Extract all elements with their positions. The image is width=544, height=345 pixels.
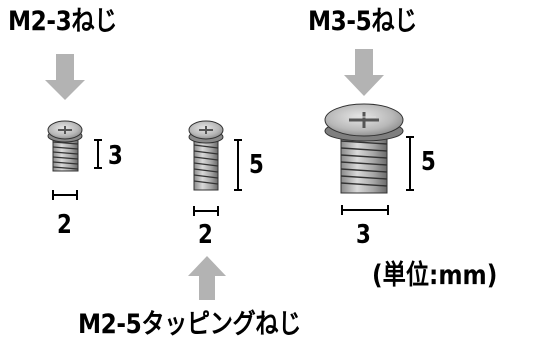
dim-screw-c-width: 2 [198, 220, 213, 250]
dim-screw-b-length: 5 [421, 147, 436, 177]
dimension-lines [52, 136, 414, 216]
dim-screw-c-length: 5 [249, 150, 264, 180]
dim-screw-a-width: 2 [57, 210, 72, 240]
label-screw-m2-5-tapping: M2-5タッピングねじ [78, 309, 301, 340]
label-screw-m3-5: M3-5ねじ [308, 6, 417, 37]
up-arrow-icon [188, 256, 226, 300]
dim-screw-b-width: 3 [356, 220, 371, 250]
screw-m2-5-tapping-icon [188, 120, 224, 191]
screw-m2-3-icon [47, 120, 83, 172]
dim-screw-a-length: 3 [108, 141, 123, 171]
down-arrow-icon [45, 54, 85, 100]
screw-m3-5-icon [324, 103, 404, 194]
label-unit: (単位:mm) [372, 260, 498, 291]
label-screw-m2-3: M2-3ねじ [8, 6, 117, 37]
down-arrow-icon [344, 49, 384, 96]
